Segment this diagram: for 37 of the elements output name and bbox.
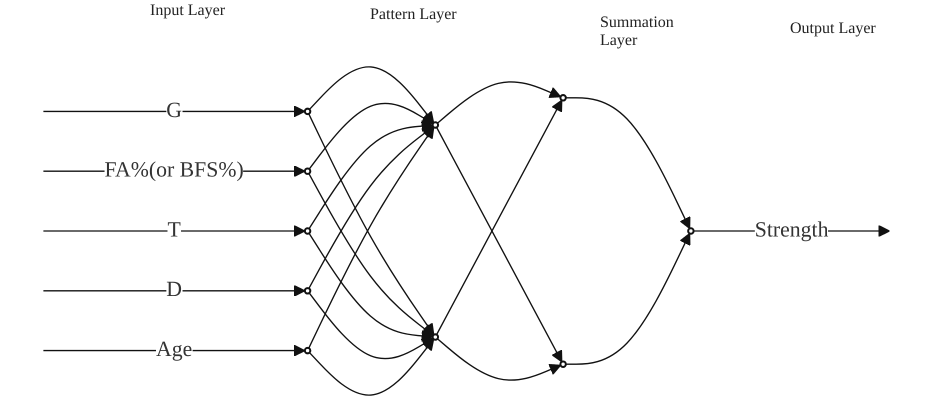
- edge-label: D: [166, 278, 182, 302]
- layer-title: Input Layer: [150, 2, 226, 20]
- node-circle: [432, 121, 440, 129]
- node-circle: [559, 94, 567, 102]
- edge-label: FA%(or BFS%): [104, 158, 244, 182]
- arrow: [308, 120, 434, 230]
- arrow: [308, 232, 434, 342]
- arrow: [566, 97, 690, 230]
- node-circle: [304, 227, 312, 235]
- arrow: [308, 126, 434, 289]
- arrow: [566, 232, 690, 365]
- arrow: [43, 225, 306, 237]
- edge-label: G: [166, 99, 182, 122]
- node-circle: [559, 360, 567, 368]
- arrow: [308, 338, 434, 396]
- arrow: [43, 105, 306, 118]
- node-circle: [304, 108, 312, 116]
- edge-label: Age: [156, 338, 192, 362]
- edge-label: T: [167, 218, 181, 242]
- arrow: [436, 127, 562, 362]
- node-circle: [304, 167, 312, 175]
- arrow: [43, 284, 306, 297]
- layer-title: Summation Layer: [600, 14, 675, 50]
- layer-title: Output Layer: [790, 20, 877, 38]
- layer-title: Pattern Layer: [370, 6, 458, 24]
- arrow: [308, 173, 434, 336]
- edge-label: Strength: [754, 218, 828, 242]
- arrow: [308, 66, 434, 124]
- node-circle: [432, 333, 440, 341]
- arrow: [436, 338, 562, 381]
- arrow: [436, 100, 562, 335]
- arrow: [436, 81, 562, 124]
- arrow: [308, 292, 434, 360]
- node-circle: [304, 346, 312, 354]
- node-circle: [304, 287, 312, 295]
- arrow: [308, 102, 434, 170]
- node-circle: [687, 227, 695, 235]
